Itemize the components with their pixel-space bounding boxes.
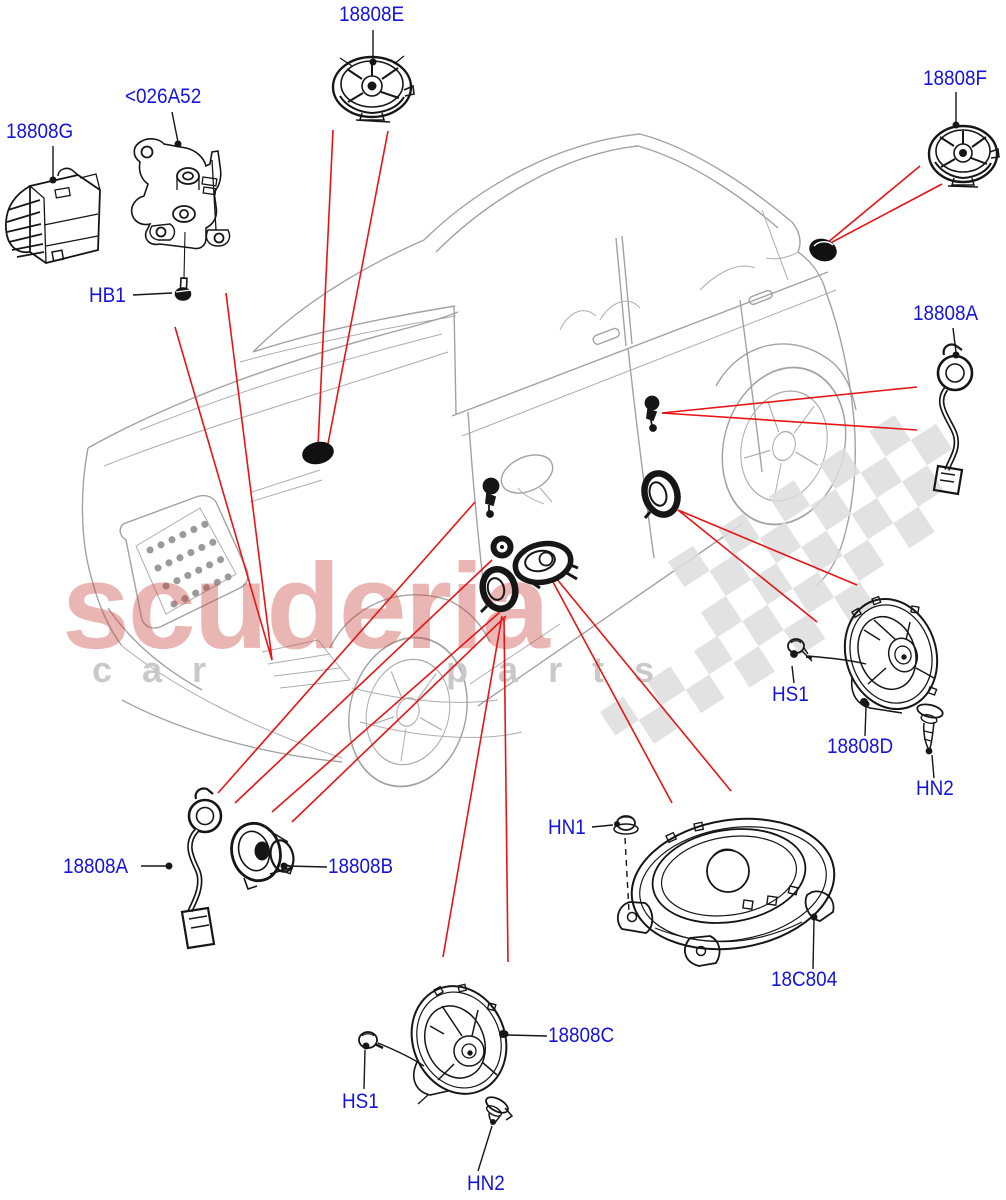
label-18808A-rear[interactable]: 18808A: [913, 302, 979, 325]
location-rear-quarter-speaker: [809, 238, 837, 262]
door-mirror: [500, 454, 554, 505]
rear-wheel: [721, 366, 847, 526]
part-screw-HS1-rear: [787, 638, 813, 662]
location-front-door-tweeter: [482, 477, 500, 518]
part-bolt-HB1: [174, 231, 192, 301]
label-18808G[interactable]: 18808G: [6, 120, 74, 143]
checkered-flag-watermark: [600, 414, 953, 744]
watermark: scuderia car parts: [62, 414, 953, 744]
label-HN2-front[interactable]: HN2: [467, 1172, 505, 1195]
car-outline-drawing: [81, 133, 857, 788]
part-harness-18808A-rear: [932, 343, 974, 496]
part-clip-HN2-rear: [916, 703, 944, 755]
watermark-tagline-text: car parts: [92, 649, 684, 690]
label-18C804[interactable]: 18C804: [771, 968, 838, 991]
part-bracket-026A52: [130, 138, 231, 250]
watermark-brand-text: scuderia: [62, 538, 551, 674]
location-underseat-subwoofer: [512, 540, 579, 590]
front-wheel: [348, 636, 468, 788]
part-speaker-18808B: [230, 821, 295, 891]
location-rear-door-tweeter: [644, 395, 660, 432]
part-harness-18808A-front: [180, 787, 223, 950]
label-18808E[interactable]: 18808E: [339, 3, 405, 26]
part-amplifier-18808G: [5, 167, 101, 264]
red-pointer-lines: [174, 129, 943, 963]
part-clip-HN2-front: [485, 1096, 514, 1124]
part-screw-HS1-front: [358, 1031, 384, 1050]
part-speaker-18808E: [331, 55, 415, 123]
label-18808C[interactable]: 18808C: [548, 1024, 615, 1047]
label-18808B[interactable]: 18808B: [328, 855, 394, 878]
part-speaker-18808C: [410, 983, 508, 1105]
label-HS1-front[interactable]: HS1: [342, 1090, 379, 1113]
location-dash-speaker: [302, 441, 334, 465]
label-18808F[interactable]: 18808F: [923, 67, 988, 90]
label-HN1[interactable]: HN1: [548, 816, 586, 839]
label-18808A-front[interactable]: 18808A: [63, 855, 129, 878]
label-HN2-rear[interactable]: HN2: [916, 777, 954, 800]
label-026A52[interactable]: <026A52: [125, 85, 202, 108]
label-HS1-rear[interactable]: HS1: [772, 683, 809, 706]
part-nut-HN1: [613, 815, 639, 835]
location-front-door-woofer: [479, 565, 519, 614]
location-rear-door-woofer: [641, 470, 681, 519]
part-speaker-18808D: [843, 595, 939, 714]
part-speaker-18808F: [927, 124, 1000, 188]
location-front-door-midrange: [490, 535, 514, 559]
label-18808D[interactable]: 18808D: [827, 735, 894, 758]
part-subwoofer-18C804: [616, 817, 836, 967]
label-HB1[interactable]: HB1: [89, 284, 126, 307]
